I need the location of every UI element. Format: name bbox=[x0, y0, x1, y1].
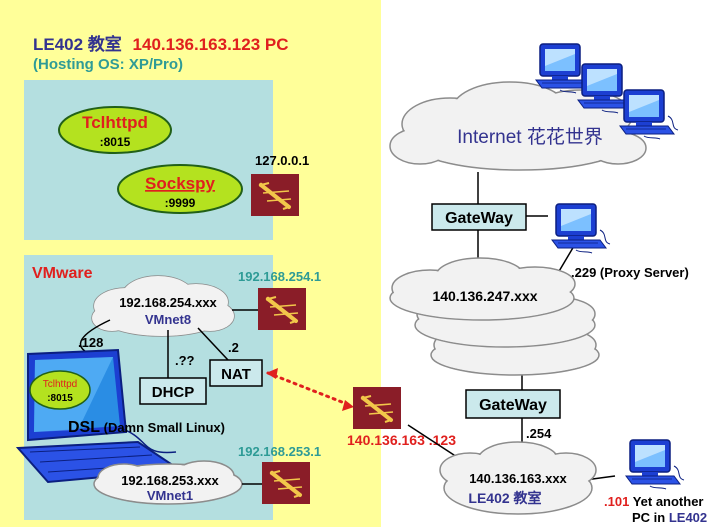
another-pc-icon bbox=[625, 439, 685, 490]
nat-addr: .2 bbox=[228, 340, 239, 355]
guest-tclhttpd-port: :8015 bbox=[47, 393, 73, 404]
another-pc-text1: Yet another bbox=[629, 494, 703, 509]
dhcp-label: DHCP bbox=[152, 384, 195, 401]
dhcp-addr: .?? bbox=[175, 353, 195, 368]
dhcp-box bbox=[139, 377, 207, 405]
vmnet8-name: VMnet8 bbox=[145, 312, 191, 327]
another-pc-line2: PC in LE402 bbox=[632, 510, 707, 525]
guest-os-bold: DSL bbox=[68, 419, 100, 436]
net247-label: 140.136.247.xxx bbox=[432, 288, 537, 304]
sockspy-name: Sockspy bbox=[145, 174, 215, 193]
gateway-top-label: GateWay bbox=[445, 210, 513, 227]
vmnet1-name: VMnet1 bbox=[147, 488, 193, 503]
host-title-ip: 140.136.163.123 PC bbox=[133, 35, 289, 54]
guest-tclhttpd-name: Tclhttpd bbox=[43, 379, 77, 390]
tclhttpd-port: :8015 bbox=[100, 135, 131, 149]
another-pc-room: LE402 bbox=[669, 510, 707, 525]
nat-host-link bbox=[266, 371, 354, 408]
another-pc-text2: PC in bbox=[632, 510, 669, 525]
vmnet8-switch-icon bbox=[256, 286, 308, 332]
gateway-bottom-addr: .254 bbox=[526, 426, 552, 441]
services-panel bbox=[24, 80, 273, 240]
vmnet1-gateway-ip: 192.168.253.1 bbox=[238, 444, 321, 459]
vmnet8-net: 192.168.254.xxx bbox=[119, 295, 217, 310]
another-pc-addr: .101 bbox=[604, 494, 629, 509]
proxy-label: .229 (Proxy Server) bbox=[571, 265, 689, 280]
tclhttpd-name: Tclhttpd bbox=[82, 113, 148, 132]
net247-cloud-fill bbox=[391, 259, 574, 319]
sockspy-service bbox=[117, 164, 243, 214]
gateway-top-box bbox=[431, 203, 527, 231]
guest-os-detail: (Damn Small Linux) bbox=[100, 420, 225, 435]
internet-pc-icon bbox=[619, 89, 679, 140]
another-pc-line1: .101 Yet another bbox=[604, 494, 704, 509]
guest-tclhttpd-service bbox=[29, 370, 91, 410]
loopback-ip: 127.0.0.1 bbox=[255, 153, 309, 168]
sockspy-port: :9999 bbox=[165, 196, 196, 210]
internet-label: Internet 花花世界 bbox=[457, 126, 603, 148]
loopback-switch-icon bbox=[249, 172, 301, 218]
tclhttpd-service bbox=[58, 106, 172, 154]
host-switch-icon bbox=[351, 385, 403, 431]
host-title: LE402 教室 140.136.163.123 PC bbox=[33, 34, 289, 54]
nat-host-arrow-start bbox=[266, 368, 278, 379]
vmnet1-switch-icon bbox=[260, 460, 312, 506]
gateway-bottom-label: GateWay bbox=[479, 397, 547, 414]
lan-net: 140.136.163.xxx bbox=[469, 471, 567, 486]
host-ip: 140.136.163 .123 bbox=[347, 432, 456, 448]
lan-cloud-fill bbox=[441, 443, 595, 513]
proxy-server-icon bbox=[551, 203, 611, 254]
nat-box bbox=[209, 359, 263, 387]
gateway-bottom-box bbox=[465, 389, 561, 419]
guest-os-label: DSL (Damn Small Linux) bbox=[68, 419, 225, 436]
nat-host-arrow-end bbox=[342, 400, 354, 411]
nat-label: NAT bbox=[221, 366, 251, 383]
host-title-room: LE402 教室 bbox=[33, 34, 122, 54]
vmnet1-cloud-fill bbox=[95, 462, 241, 503]
vmware-title: VMware bbox=[32, 265, 93, 282]
guest-addr: .128 bbox=[78, 335, 103, 350]
vmnet1-net: 192.168.253.xxx bbox=[121, 473, 219, 488]
host-subtitle: (Hosting OS: XP/Pro) bbox=[33, 56, 183, 73]
vmnet8-gateway-ip: 192.168.254.1 bbox=[238, 269, 321, 284]
lan-room: LE402 教室 bbox=[468, 490, 541, 506]
